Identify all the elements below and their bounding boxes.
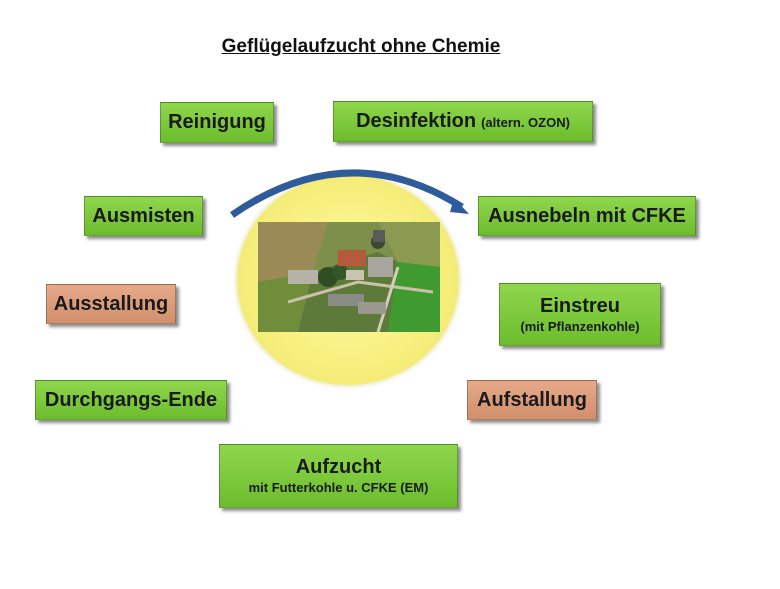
step-desinfektion-label: Desinfektion — [356, 110, 477, 132]
step-durchgangs-ende-label: Durchgangs-Ende — [44, 388, 218, 411]
step-desinfektion-sub: (altern. OZON) — [481, 115, 570, 130]
step-einstreu-sub: (mit Pflanzenkohle) — [520, 318, 640, 334]
step-reinigung-label: Reinigung — [168, 111, 266, 133]
step-durchgangs-ende: Durchgangs-Ende — [35, 380, 227, 420]
step-ausnebeln: Ausnebeln mit CFKE — [478, 196, 696, 236]
step-ausmisten: Ausmisten — [84, 196, 203, 236]
step-desinfektion: Desinfektion (altern. OZON) — [333, 101, 593, 142]
step-ausstallung: Ausstallung — [46, 284, 176, 324]
step-aufzucht-sub: mit Futterkohle u. CFKE (EM) — [248, 480, 429, 496]
step-einstreu: Einstreu (mit Pflanzenkohle) — [499, 283, 661, 346]
step-reinigung: Reinigung — [160, 102, 274, 143]
step-ausnebeln-label: Ausnebeln mit CFKE — [488, 204, 686, 227]
step-einstreu-label: Einstreu — [539, 294, 621, 317]
step-aufstallung: Aufstallung — [467, 380, 597, 420]
step-aufstallung-label: Aufstallung — [477, 388, 587, 411]
step-ausstallung-label: Ausstallung — [53, 292, 169, 315]
step-aufzucht-label: Aufzucht — [295, 456, 382, 479]
step-ausmisten-label: Ausmisten — [92, 204, 195, 227]
aerial-farm-photo — [258, 222, 440, 332]
page-title: Geflügelaufzucht ohne Chemie — [221, 36, 501, 57]
step-aufzucht: Aufzucht mit Futterkohle u. CFKE (EM) — [219, 444, 458, 508]
